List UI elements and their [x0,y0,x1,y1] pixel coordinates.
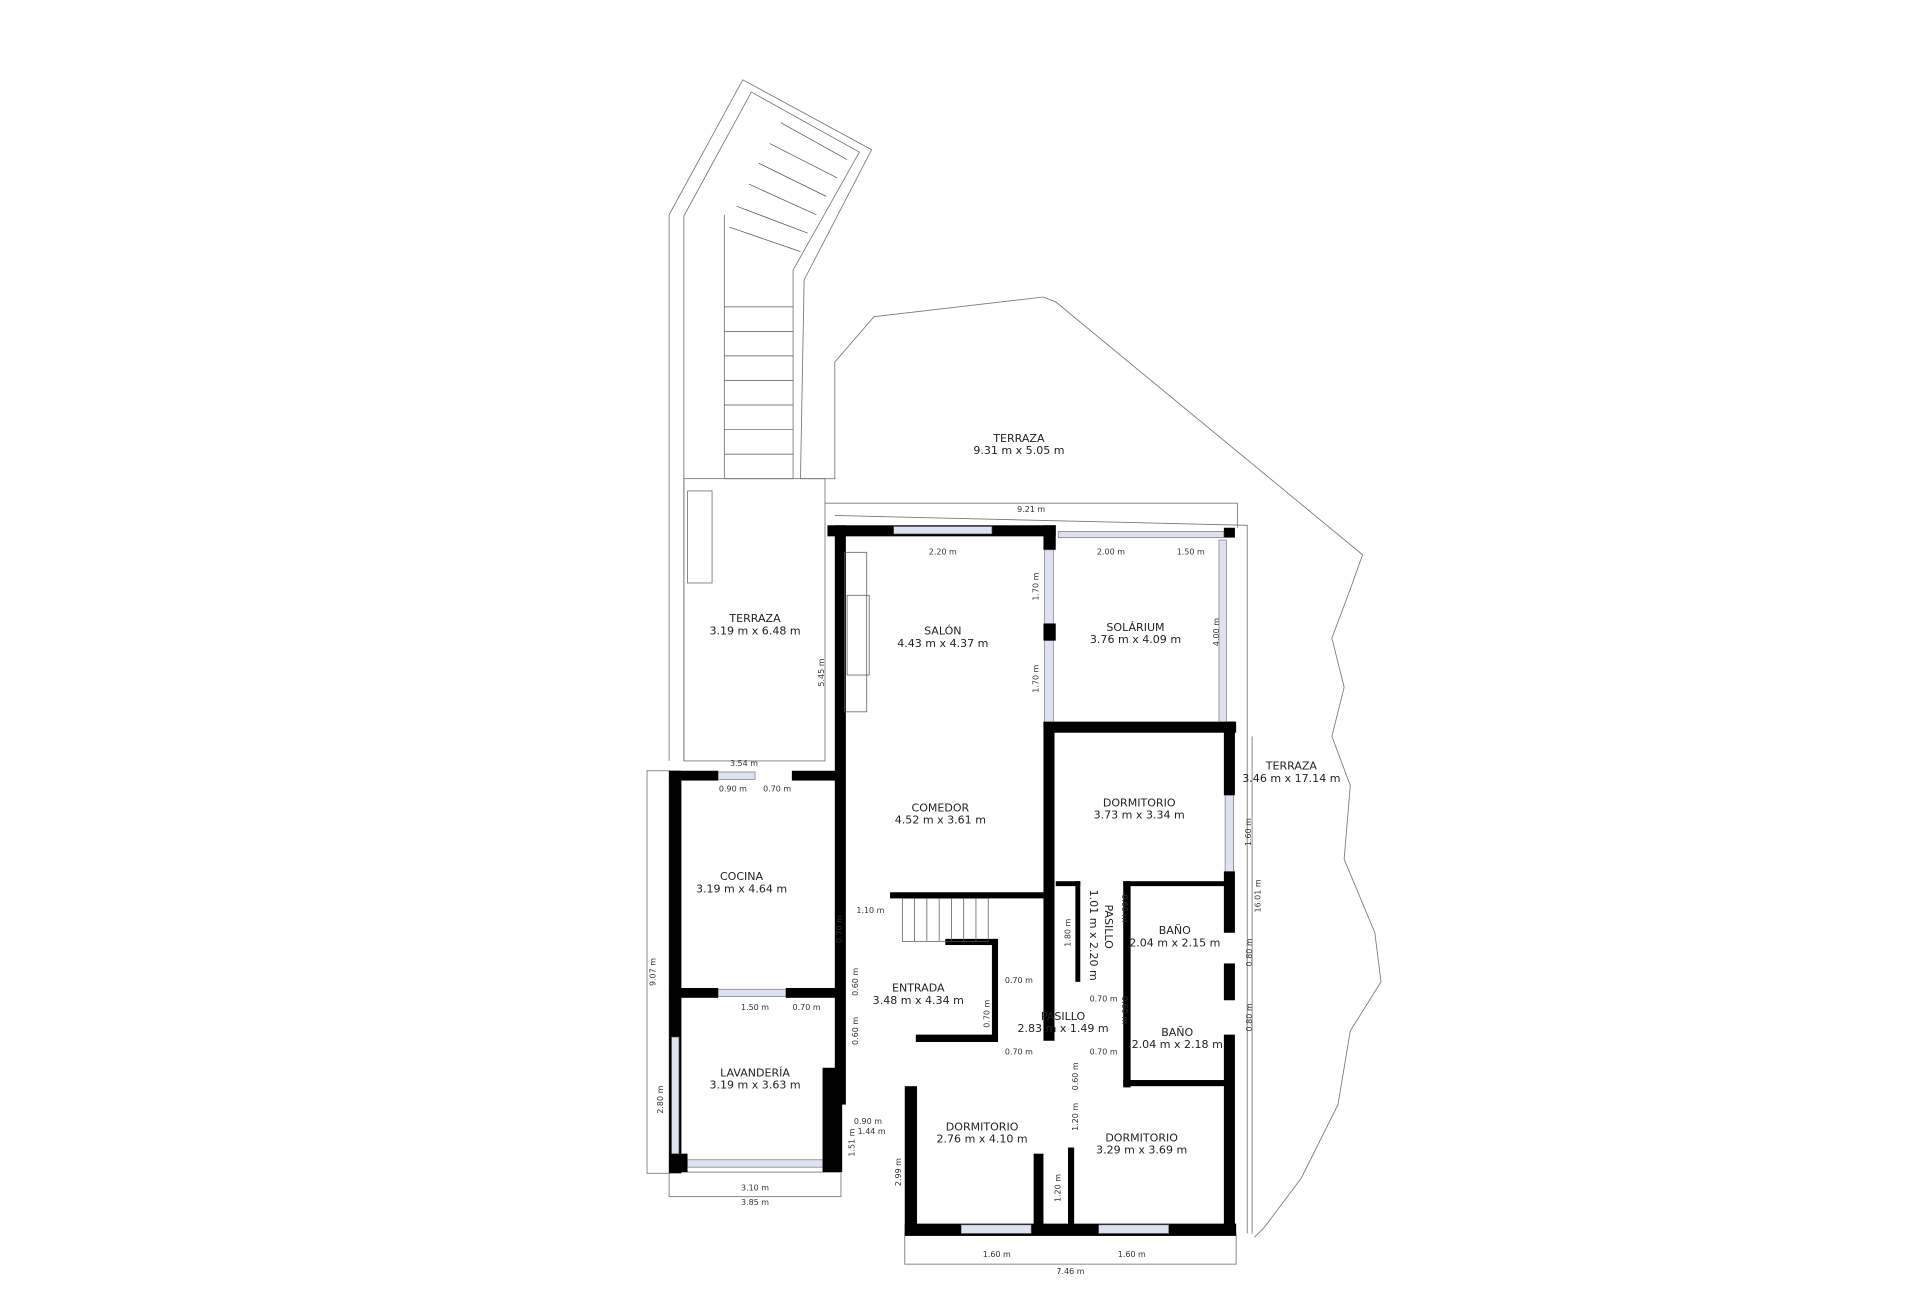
room-name: DORMITORIO [1103,796,1176,809]
dimension: 0.70 m [1005,976,1033,985]
dimension: 5.45 m [817,658,826,686]
dimension: 0.60 m [851,1017,860,1045]
dimension: 2.80 m [656,1085,665,1113]
room-name: DORMITORIO [1105,1131,1178,1144]
room-size: 2.04 m x 2.15 m [1129,936,1220,949]
dimension: 0.80 m [1245,1003,1254,1031]
dimension: 9.21 m [1017,505,1045,514]
room-size: 3.19 m x 3.63 m [709,1079,800,1092]
room-labels: TERRAZA 9.31 m x 5.05 m TERRAZA 3.19 m x… [696,432,1341,1157]
dimension: 0.70 m [1090,994,1118,1003]
room-size: 2.76 m x 4.10 m [937,1133,1028,1146]
dimension: 1.60 m [1244,818,1253,846]
dimension: 2.00 m [1097,548,1125,557]
dimension: 1.60 m [1118,1250,1146,1259]
dimension: 0.70 m [793,1003,821,1012]
dimension-labels: 9.21 m 2.20 m 2.00 m 1.50 m 1.70 m 1.70 … [649,505,1263,1276]
dimension: 0.60 m [1120,996,1129,1024]
dimension: 1.10 m [856,906,884,915]
dimension: 0.60 m [1071,1062,1080,1090]
dimension: 1.80 m [1063,919,1072,947]
dimension: 0.70 m [1090,1047,1118,1056]
dimension: 1.51 m [847,1128,856,1156]
room-size: 9.31 m x 5.05 m [973,444,1064,457]
room-name: TERRAZA [992,432,1045,445]
dimension: 1.44 m [858,1127,886,1136]
dimension: 0.90 m [719,785,747,794]
room-size: 3.29 m x 3.69 m [1096,1144,1187,1157]
dimension: 3.54 m [730,759,758,768]
dimension: 3.85 m [741,1198,769,1207]
dimension: 0.70 m [982,1000,991,1028]
room-size: 3.19 m x 4.64 m [696,882,787,895]
room-name: BAÑO [1159,924,1191,937]
dimension: 3.10 m [741,1183,769,1192]
room-size: 3.46 m x 17.14 m [1242,772,1340,785]
dimension: 0.70 m [763,785,791,794]
room-size: 3.73 m x 3.34 m [1094,809,1185,822]
dimension: 7.46 m [1056,1267,1084,1276]
dimension: 0.90 m [854,1117,882,1126]
dimension: 9.07 m [649,958,658,986]
dimension: 0.80 m [1245,938,1254,966]
room-name: BAÑO [1161,1026,1193,1039]
room-size: 3.48 m x 4.34 m [873,994,964,1007]
dimension: 1.70 m [1032,664,1041,692]
dimension: 0.70 m [1005,1047,1033,1056]
dimension: 16.01 m [1254,879,1263,912]
windows [671,526,1234,1234]
room-size: 3.76 m x 4.09 m [1090,633,1181,646]
dimension: 2.20 m [929,548,957,557]
room-name: PASILLO [1041,1010,1086,1023]
room-size: 4.43 m x 4.37 m [897,637,988,650]
room-size: 4.52 m x 3.61 m [895,814,986,827]
room-name: ENTRADA [892,982,945,995]
room-name: SOLÁRIUM [1106,621,1164,634]
indoor-stairs [844,551,989,942]
room-name: PASILLO [1102,904,1115,949]
room-name: DORMITORIO [946,1120,1019,1133]
dimension: 0.70 m [835,915,844,943]
room-size: 3.19 m x 6.48 m [709,625,800,638]
room-name: TERRAZA [1265,760,1318,773]
room-size: 2.04 m x 2.18 m [1132,1038,1223,1051]
room-name: LAVANDERÍA [720,1066,790,1079]
dimension: 0.60 m [1120,894,1129,922]
room-size: 1.01 m x 2.20 m [1087,890,1100,981]
dimension: 1.60 m [983,1250,1011,1259]
room-name: TERRAZA [728,612,781,625]
stairs-outdoor [724,122,848,455]
dimension: 1.50 m [741,1003,769,1012]
dimension: 2.99 m [894,1158,903,1186]
dimension: 1.20 m [1071,1103,1080,1131]
room-name: COMEDOR [912,801,970,814]
dimension: 0.60 m [851,968,860,996]
dimension: 4.00 m [1212,618,1221,646]
room-size: 2.83 m x 1.49 m [1018,1022,1109,1035]
dimension: 1.50 m [1177,548,1205,557]
dimension: 1.20 m [1054,1174,1063,1202]
room-name: COCINA [720,870,764,883]
dimension: 1.70 m [1032,572,1041,600]
room-name: SALÓN [924,625,961,638]
